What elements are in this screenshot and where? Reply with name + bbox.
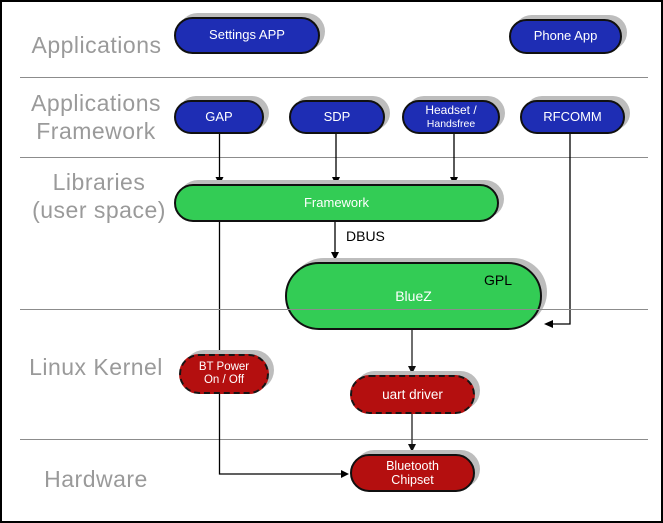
node-label: BT Power bbox=[198, 360, 250, 373]
dbus-edge-label: DBUS bbox=[346, 228, 385, 244]
node-settings-app: Settings APP bbox=[174, 17, 320, 54]
node-label: BlueZ bbox=[395, 287, 432, 304]
separator-kernel-hardware bbox=[20, 439, 648, 440]
layer-label-line: Framework bbox=[36, 118, 156, 144]
node-framework: Framework bbox=[174, 184, 499, 222]
layer-label-libraries: Libraries (user space) bbox=[10, 168, 188, 224]
node-uart-driver: uart driver bbox=[350, 375, 475, 414]
layer-label-applications-framework: Applications Framework bbox=[10, 89, 182, 145]
layer-label-line: (user space) bbox=[32, 197, 166, 223]
gpl-license-tag: GPL bbox=[483, 272, 512, 288]
layer-label-linux-kernel: Linux Kernel bbox=[29, 354, 163, 380]
node-label: Framework bbox=[303, 194, 369, 210]
layer-label-hardware: Hardware bbox=[44, 466, 148, 492]
separator-applications bbox=[20, 77, 648, 78]
layer-label-applications: Applications bbox=[31, 32, 162, 58]
node-label: Chipset bbox=[391, 473, 434, 487]
node-rfcomm: RFCOMM bbox=[520, 100, 625, 134]
layer-label-line: Applications bbox=[30, 90, 162, 116]
node-phone-app: Phone App bbox=[509, 19, 622, 54]
node-sdp: SDP bbox=[289, 100, 385, 134]
layer-label-line: Libraries bbox=[52, 169, 146, 195]
node-label: Handsfree bbox=[426, 117, 476, 130]
node-label: uart driver bbox=[382, 386, 443, 402]
node-label: Phone App bbox=[533, 28, 598, 44]
node-bt-power-switch: BT Power On / Off bbox=[179, 354, 269, 394]
separator-userspace-kernel bbox=[20, 309, 648, 310]
node-bluez: GPL BlueZ bbox=[285, 262, 542, 330]
node-label: Headset / bbox=[425, 103, 477, 118]
node-label: On / Off bbox=[203, 374, 245, 386]
separator-framework bbox=[20, 157, 648, 158]
node-bluetooth-chipset: Bluetooth Chipset bbox=[350, 454, 475, 492]
node-label: SDP bbox=[323, 108, 351, 124]
node-label: RFCOMM bbox=[543, 108, 602, 124]
node-label: Bluetooth bbox=[386, 458, 439, 473]
node-label: Settings APP bbox=[209, 27, 285, 43]
node-gap: GAP bbox=[174, 100, 264, 134]
node-headset-handsfree: Headset / Handsfree bbox=[402, 100, 500, 134]
node-label: GAP bbox=[205, 108, 233, 124]
